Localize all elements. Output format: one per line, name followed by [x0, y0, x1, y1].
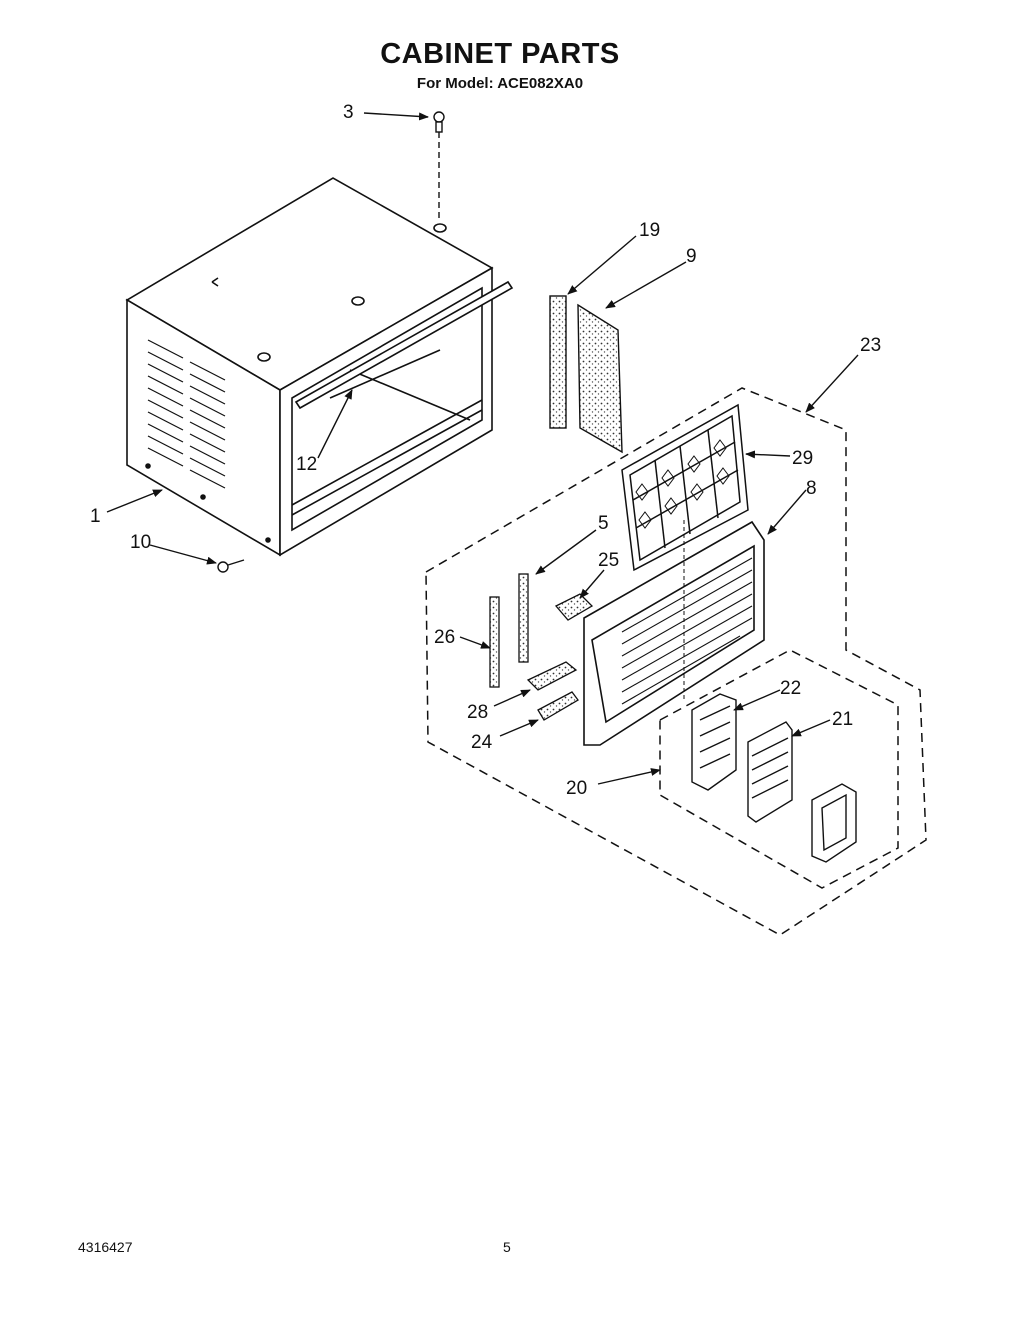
screw-3: [433, 111, 445, 220]
callout-22: 22: [780, 678, 801, 699]
callout-8: 8: [806, 478, 817, 499]
page-number: 5: [503, 1239, 511, 1255]
model-subtitle: For Model: ACE082XA0: [416, 75, 584, 92]
callout-9: 9: [686, 246, 697, 267]
filter-pad-9: [577, 303, 623, 454]
callout-29: 29: [792, 448, 813, 469]
pad-25: [554, 593, 594, 621]
front-panel-8: [583, 520, 765, 746]
callout-20: 20: [566, 778, 587, 799]
block-24: [537, 691, 579, 721]
callout-23: 23: [860, 335, 881, 356]
screw-10: [217, 559, 245, 573]
block-28: [526, 661, 578, 691]
callout-24: 24: [471, 732, 493, 753]
callout-1: 1: [90, 506, 101, 527]
leader-lines: [106, 112, 859, 785]
page-title: CABINET PARTS: [380, 38, 620, 70]
callout-10: 10: [130, 532, 151, 553]
callout-21: 21: [832, 709, 853, 730]
assembly-boundary-20: [659, 649, 899, 889]
callout-19: 19: [639, 220, 660, 241]
seal-strip-5: [518, 573, 529, 663]
assembly-boundary-23: [425, 387, 927, 936]
callout-28: 28: [467, 702, 488, 723]
callout-3: 3: [343, 102, 354, 123]
callout-26: 26: [434, 627, 455, 648]
louver-frame-22: [691, 693, 737, 791]
seal-strip-19: [549, 295, 567, 429]
callout-5: 5: [598, 513, 609, 534]
filter-grille-29: [621, 403, 749, 572]
seal-strip-26: [489, 596, 500, 688]
cabinet-shell: [125, 177, 514, 557]
callout-25: 25: [598, 550, 619, 571]
callout-12: 12: [296, 454, 317, 475]
document-number: 4316427: [78, 1239, 133, 1255]
louver-blades-21: [747, 721, 793, 823]
louver-bezel: [811, 783, 857, 863]
